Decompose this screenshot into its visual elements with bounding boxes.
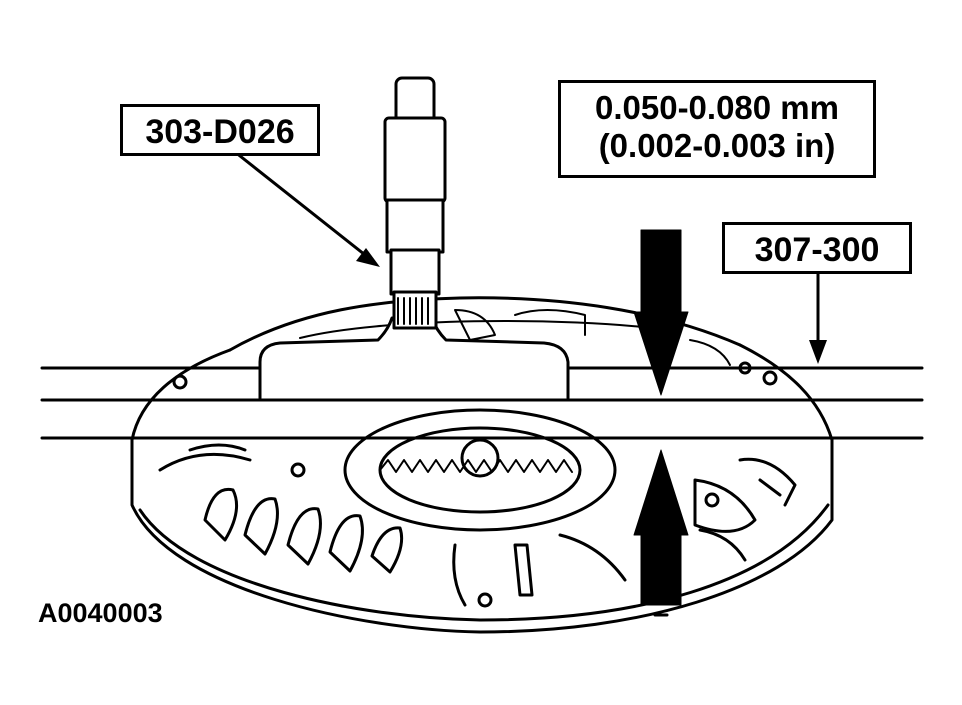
figure-id: A0040003 (38, 598, 163, 628)
callout-tool-303-d026: 303-D026 (120, 104, 320, 156)
clearance-metric: 0.050-0.080 mm (594, 89, 839, 126)
callout-tool-307-300: 307-300 (722, 222, 912, 274)
clearance-imperial: (0.002-0.003 in) (598, 126, 836, 164)
dial-indicator (383, 76, 447, 330)
callout-tool-307-300-text: 307-300 (754, 231, 880, 269)
leader-arrowhead-left (356, 248, 380, 267)
leader-arrowhead-right (809, 340, 827, 364)
indicator-base (258, 316, 570, 400)
pump-body (130, 296, 834, 634)
gap-arrows (633, 229, 689, 617)
callout-tool-303-d026-text: 303-D026 (145, 113, 295, 151)
callout-clearance-spec: 0.050-0.080 mm (0.002-0.003 in) (558, 80, 876, 178)
